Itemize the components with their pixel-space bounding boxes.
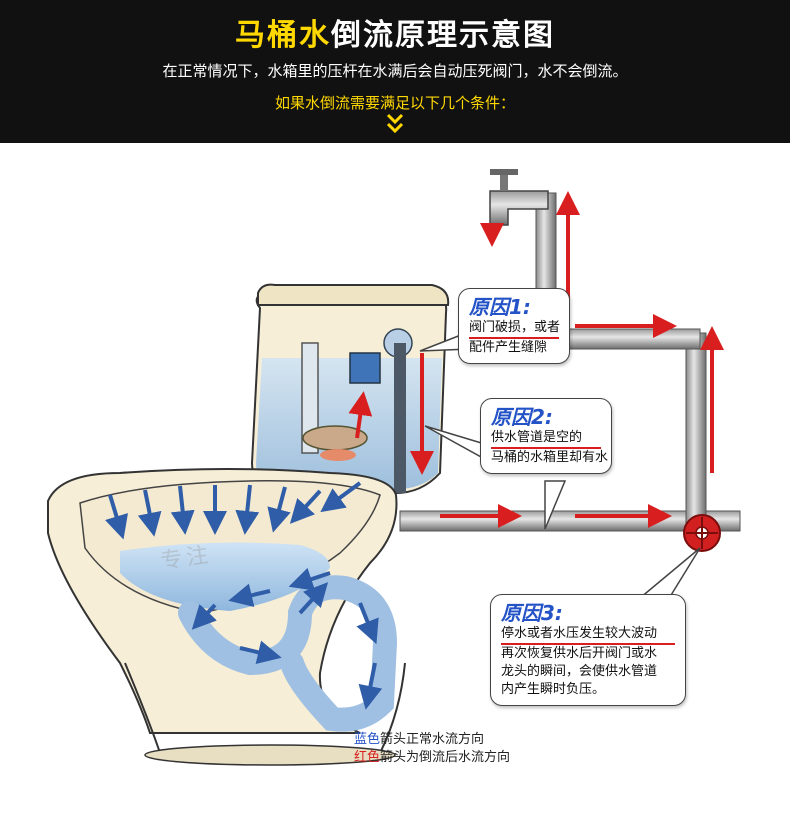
red-backflow-arrows: [348, 191, 724, 528]
legend-blue-text: 箭头正常水流方向: [380, 732, 485, 747]
callout-line: 内产生瞬时负压。: [501, 682, 606, 697]
blue-flow-arrows: [105, 481, 383, 710]
callout-reason-2: 原因2: 供水管道是空的 马桶的水箱里却有水: [480, 398, 612, 474]
page-title: 马桶水倒流原理示意图: [0, 10, 790, 54]
legend-blue: 蓝色箭头正常水流方向: [354, 731, 510, 749]
toilet-diagram: [47, 169, 741, 766]
legend-blue-word: 蓝色: [354, 732, 381, 747]
legend-red: 红色箭头为倒流后水流方向: [354, 749, 510, 767]
header-banner: 马桶水倒流原理示意图 在正常情况下，水箱里的压杆在水满后会自动压死阀门，水不会倒…: [0, 0, 790, 143]
callout-title: 原因1:: [469, 295, 531, 319]
callout-title: 原因3:: [501, 601, 563, 625]
title-rest: 倒流原理示意图: [331, 18, 555, 53]
callout-line: 配件产生缝隙: [469, 340, 548, 355]
callout-line: 再次恢复供水后开阀门或水: [501, 646, 658, 661]
callout-line: 供水管道是空的: [491, 429, 601, 449]
legend: 蓝色箭头正常水流方向 红色箭头为倒流后水流方向: [354, 731, 510, 767]
subtitle: 在正常情况下，水箱里的压杆在水满后会自动压死阀门，水不会倒流。: [162, 62, 628, 80]
callout-reason-1: 原因1: 阀门破损，或者 配件产生缝隙: [458, 288, 570, 364]
callout-line: 停水或者水压发生较大波动: [501, 625, 675, 645]
title-highlight: 马桶水: [235, 18, 331, 53]
callout-line: 马桶的水箱里却有水: [491, 450, 609, 465]
legend-red-text: 箭头为倒流后水流方向: [380, 750, 511, 765]
condition-text: 如果水倒流需要满足以下几个条件：: [274, 94, 515, 112]
callout-line: 阀门破损，或者: [469, 319, 560, 339]
toilet-illustration: [47, 283, 450, 766]
callout-line: 龙头的瞬间，会使供水管道: [501, 664, 658, 679]
callout-reason-3: 原因3: 停水或者水压发生较大波动 再次恢复供水后开阀门或水 龙头的瞬间，会使供…: [490, 594, 686, 706]
legend-red-word: 红色: [354, 750, 381, 765]
callout-title: 原因2:: [491, 405, 553, 429]
chevron-down-icon: [386, 113, 404, 134]
